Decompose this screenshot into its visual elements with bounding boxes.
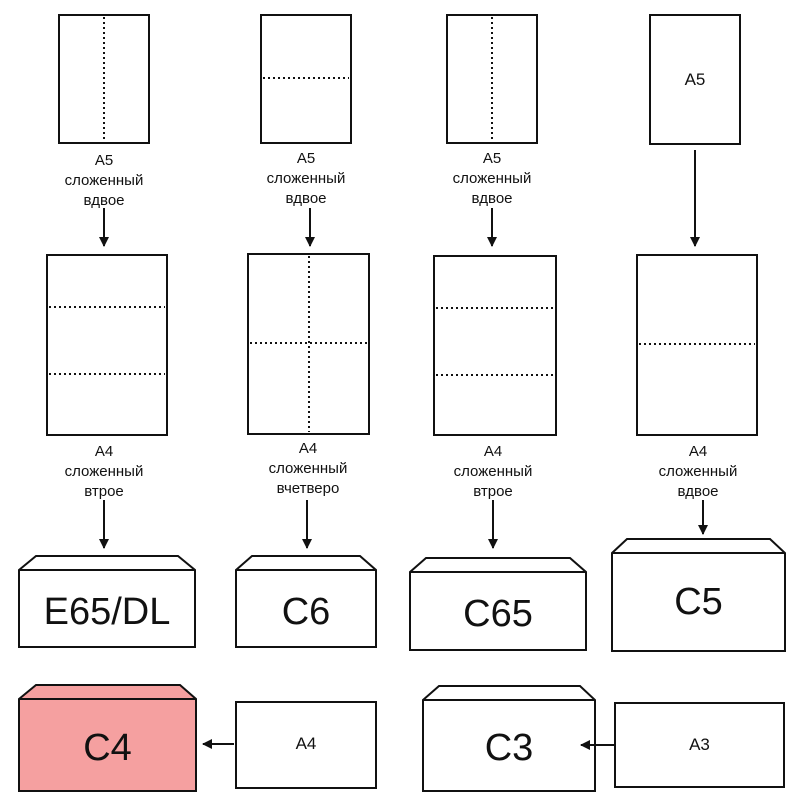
- envelope-label-c6: C6: [281, 591, 331, 633]
- caption-line: втрое: [84, 483, 124, 500]
- caption-line: вдвое: [471, 190, 513, 207]
- caption-line: сложенный: [64, 172, 144, 189]
- a5-sheet-4: [649, 14, 741, 145]
- caption-a4-folded-3: A4 сложенный втрое: [418, 442, 568, 502]
- caption-line: A4: [688, 443, 708, 460]
- caption-line: вдвое: [285, 190, 327, 207]
- column-1: [18, 14, 196, 648]
- caption-line: сложенный: [266, 170, 346, 187]
- caption-a4-folded-1: A4 сложенный втрое: [29, 442, 179, 502]
- caption-line: вчетверо: [276, 480, 340, 497]
- envelope-label-c4: C4: [83, 727, 132, 769]
- a4-sheet-4: [636, 254, 758, 436]
- caption-line: сложенный: [658, 463, 738, 480]
- caption-line: сложенный: [268, 460, 348, 477]
- envelope-label-c65: C65: [463, 593, 533, 635]
- caption-a5-folded-2: A5 сложенный вдвое: [231, 149, 381, 209]
- caption-line: A5: [296, 150, 316, 167]
- caption-a5-folded-3: A5 сложенный вдвое: [417, 149, 567, 209]
- caption-line: сложенный: [64, 463, 144, 480]
- caption-line: вдвое: [677, 483, 719, 500]
- column-3: [409, 14, 587, 651]
- a5-sheet-3: [446, 14, 538, 144]
- caption-line: A4: [298, 440, 318, 457]
- caption-a4-folded-4: A4 сложенный вдвое: [623, 442, 773, 502]
- sheet-label-a4: A4: [295, 734, 317, 753]
- a4-sheet-2: [247, 253, 370, 435]
- caption-line: втрое: [473, 483, 513, 500]
- column-2: [235, 14, 377, 648]
- caption-line: сложенный: [453, 463, 533, 480]
- sheet-label-a5: A5: [684, 70, 706, 89]
- caption-line: A4: [483, 443, 503, 460]
- caption-line: A5: [482, 150, 502, 167]
- caption-line: A4: [94, 443, 114, 460]
- envelope-label-c5: C5: [674, 581, 723, 623]
- caption-line: A5: [94, 152, 114, 169]
- sheet-label-a3: A3: [689, 735, 710, 754]
- caption-a5-folded-1: A5 сложенный вдвое: [29, 151, 179, 211]
- a4-sheet-bottom: [235, 701, 377, 789]
- a3-sheet-bottom: [614, 702, 785, 788]
- caption-a4-folded-2: A4 сложенный вчетверо: [233, 439, 383, 499]
- bottom-row: [18, 684, 785, 792]
- a4-sheet-1: [46, 254, 168, 436]
- envelope-label-c3: C3: [484, 727, 534, 769]
- caption-line: вдвое: [83, 192, 125, 209]
- a4-sheet-3: [433, 255, 557, 436]
- a5-sheet-2: [260, 14, 352, 144]
- caption-line: сложенный: [452, 170, 532, 187]
- envelope-label-e65-dl: E65/DL: [43, 591, 171, 633]
- column-4: [611, 14, 786, 652]
